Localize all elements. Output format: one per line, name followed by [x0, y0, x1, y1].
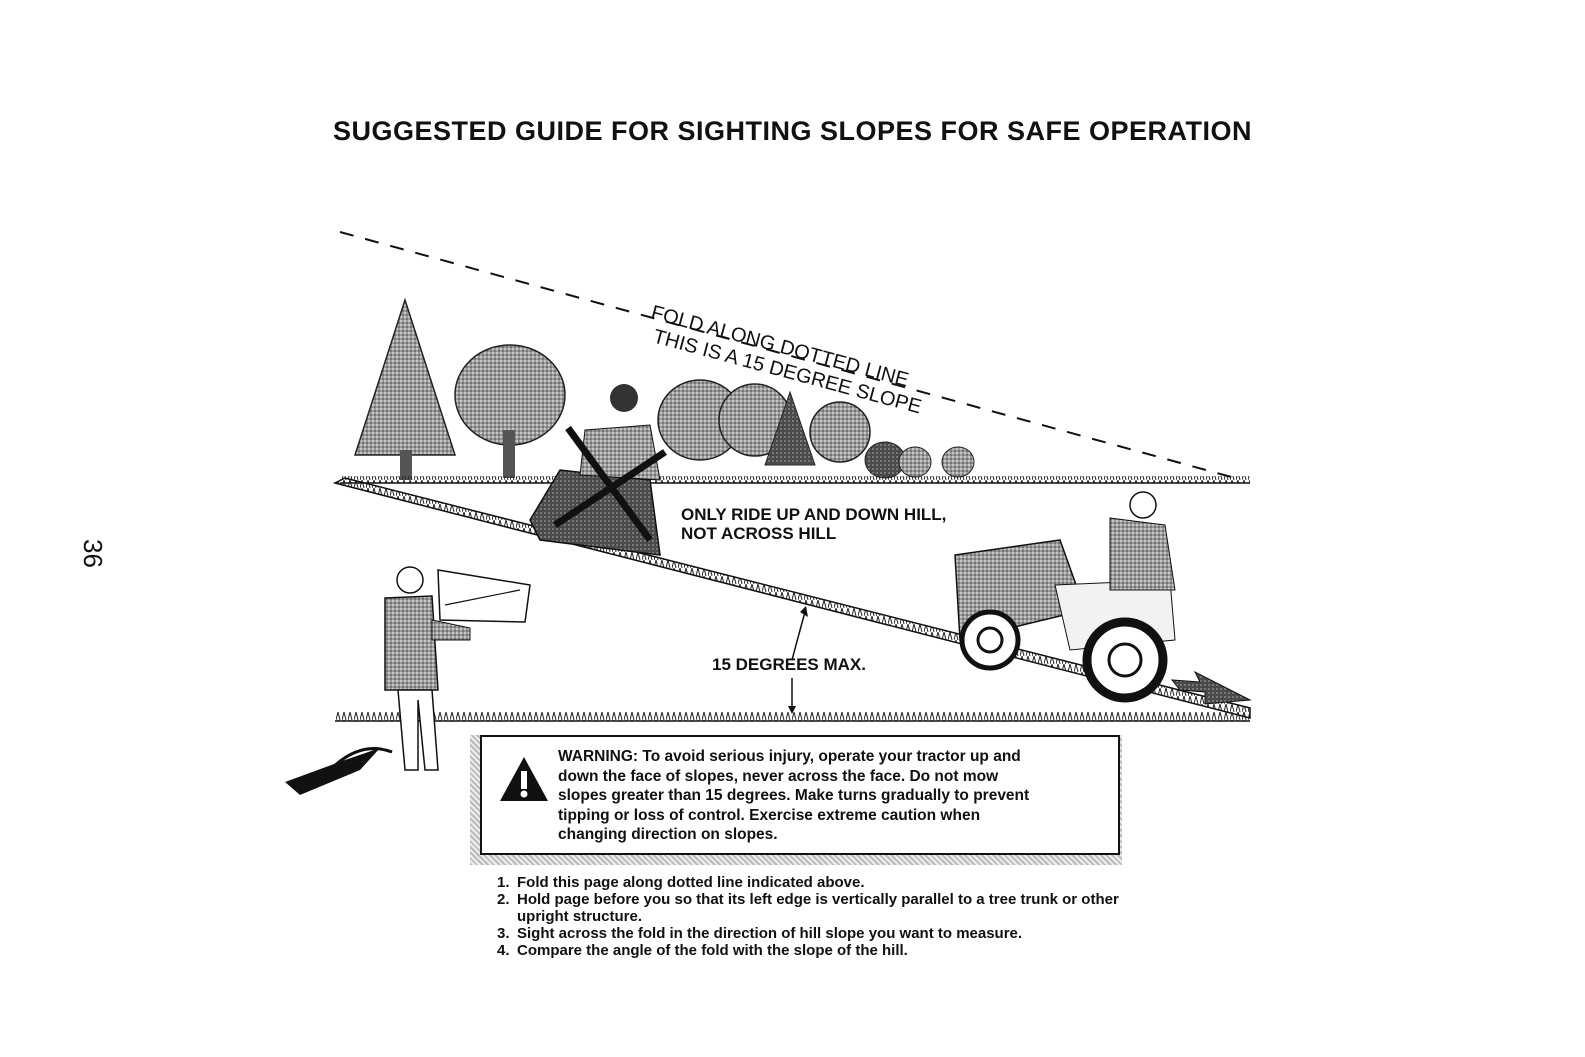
step-text: Compare the angle of the fold with the s… [517, 942, 908, 959]
page-title: SUGGESTED GUIDE FOR SIGHTING SLOPES FOR … [332, 116, 1253, 146]
warning-line: slopes greater than 15 degrees. Make tur… [558, 787, 1030, 804]
step-number: 2. [497, 891, 510, 908]
warning-triangle-icon [500, 757, 548, 801]
horizon-ground [340, 476, 1250, 483]
warning-line: tipping or loss of control. Exercise ext… [558, 806, 981, 824]
step-number: 4. [497, 942, 510, 959]
ride-instruction-line-2: NOT ACROSS HILL [681, 524, 837, 543]
ride-instruction: ONLY RIDE UP AND DOWN HILL, NOT ACROSS H… [681, 505, 946, 543]
step-item: 1. Fold this page along dotted line indic… [497, 874, 1137, 891]
warning-text: WARNING: To avoid serious injury, operat… [558, 747, 1108, 845]
warning-line: WARNING: To avoid serious injury, operat… [558, 748, 1021, 765]
ride-instruction-line-1: ONLY RIDE UP AND DOWN HILL, [681, 505, 947, 524]
person-sighting-illustration [285, 566, 531, 795]
step-number: 1. [497, 874, 510, 891]
warning-line: changing direction on slopes. [558, 826, 778, 843]
warning-box: WARNING: To avoid serious injury, operat… [480, 735, 1120, 855]
warning-line: down the face of slopes, never across th… [558, 767, 999, 785]
step-item: 3. Sight across the fold in the direction… [497, 925, 1137, 942]
step-number: 3. [497, 925, 510, 942]
instruction-steps: 1. Fold this page along dotted line indic… [497, 874, 1137, 959]
tractor-up-hill [954, 491, 1176, 703]
step-text: Sight across the fold in the direction o… [517, 925, 1023, 942]
tree-illustrations [353, 297, 975, 480]
step-text: Fold this page along dotted line indicat… [517, 874, 865, 891]
step-item: 4. Compare the angle of the fold with the… [497, 942, 1137, 959]
step-item: 2. Hold page before you so that its left … [497, 891, 1137, 925]
angle-label: 15 DEGREES MAX. [712, 655, 866, 674]
ground-line [335, 712, 1250, 721]
direction-arrow-icon [1170, 670, 1252, 705]
step-text: Hold page before you so that its left ed… [517, 891, 1119, 925]
cross-out-icon [553, 425, 667, 543]
